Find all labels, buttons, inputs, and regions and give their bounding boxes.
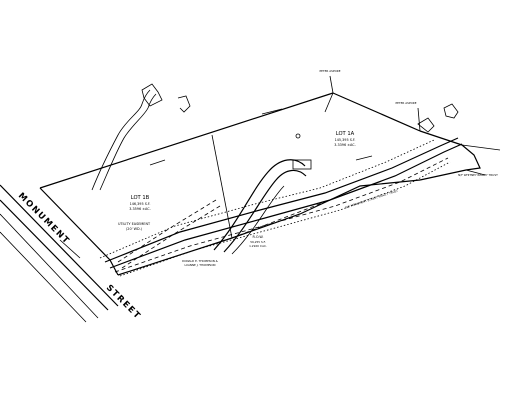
well-symbol [295,133,301,139]
abutter-label-northeast: PETER ASPORE [395,101,416,105]
row-name: R.O.W. [253,235,264,239]
lot-1b-label: LOT 1B 146,395 S.F. 3.3596 ±AC. [129,195,151,211]
abutter-label-east: N/F WHITNEY REALTY TRUST [458,173,498,177]
street-name-part2: STREET [104,283,143,322]
house-footprint-center [292,159,312,170]
lot-1a-area-ac: 3.3396 ±AC. [334,143,356,147]
abutter-label-north: PETER ASPORE [319,69,340,73]
utility-easement-line [117,199,221,269]
row-area-ac: 1.2920 ±AC. [249,244,267,248]
lot-1a-label: LOT 1A 145,395 S.F. 3.3396 ±AC. [334,131,356,147]
house-footprint-nw [141,83,163,107]
lot-1a-name: LOT 1A [336,131,355,137]
winding-path [91,89,157,191]
abutter-south-line2: LUANNE J. THOMPSON [184,263,215,267]
row-parcel-label: R.O.W. 56,255 S.F. 1.2920 ±AC. [249,235,267,248]
abutter-label-south: DONALD E. THOMPSON & LUANNE J. THOMPSON [182,259,219,267]
survey-ticks [59,108,373,259]
buildings [141,83,459,170]
lot-1b-name: LOT 1B [131,195,150,201]
abutter-lines [324,75,501,176]
abutter-south-line1: DONALD E. THOMPSON & [182,259,219,263]
utility-easement-label: UTILITY EASEMENT (20' WD.) [118,222,151,231]
lot-1a-area-sf: 145,395 S.F. [335,138,356,142]
house-footprint-ne [443,103,459,119]
easement-width: (20' WD.) [126,227,143,231]
house-footprint-e [417,117,435,133]
access-road [99,137,463,277]
easement-name: UTILITY EASEMENT [118,222,151,226]
street-name-part1: MONUMENT [16,191,72,247]
monument-street-road [0,184,119,323]
lot-1b-area-sf: 146,395 S.F. [130,202,151,206]
lot-1b-area-ac: 3.3596 ±AC. [129,207,151,211]
shed-footprint [177,95,191,113]
row-area-sf: 56,255 S.F. [250,240,265,244]
